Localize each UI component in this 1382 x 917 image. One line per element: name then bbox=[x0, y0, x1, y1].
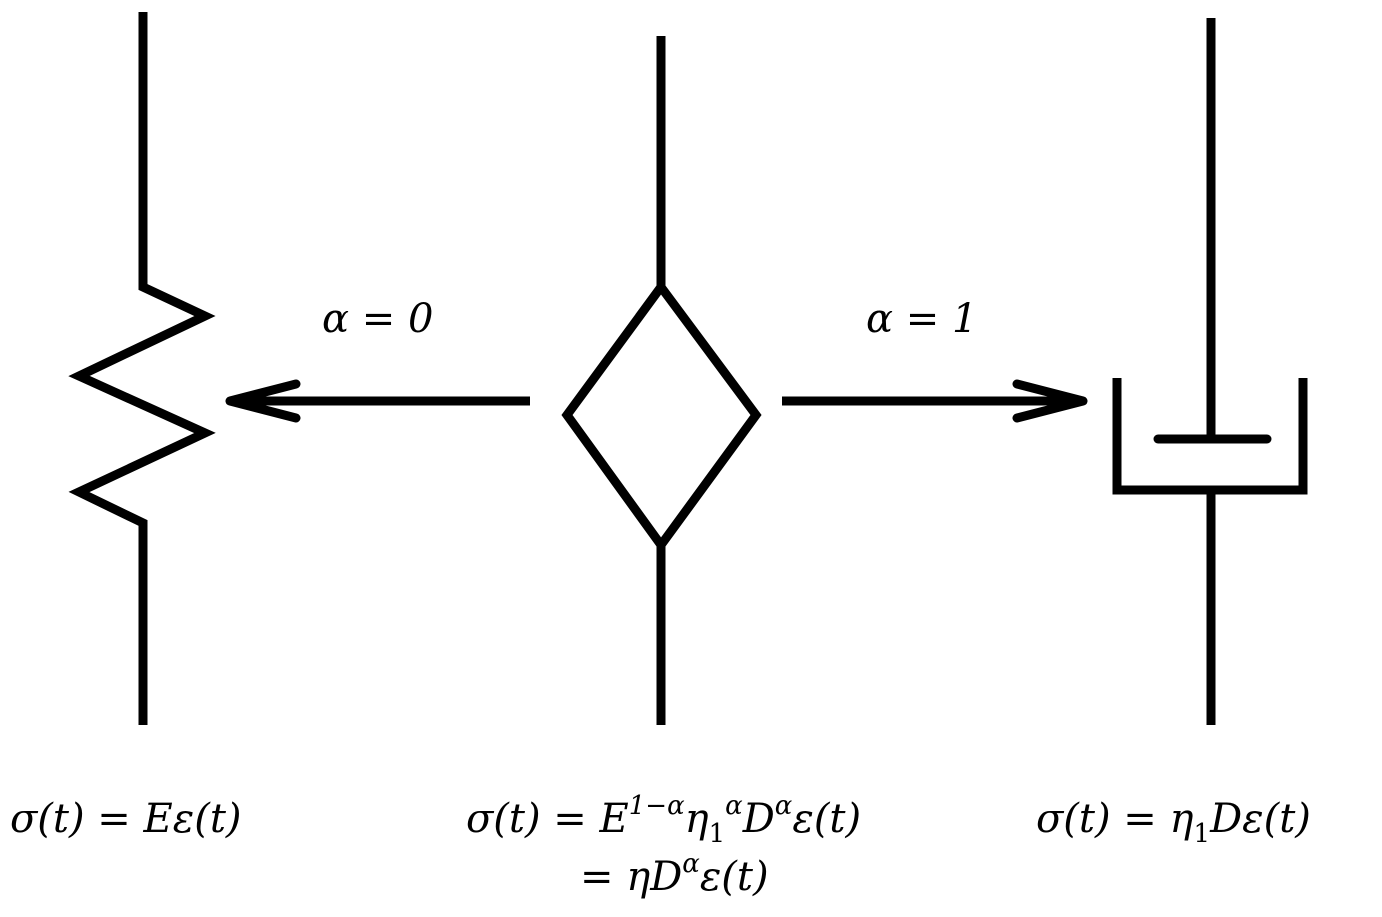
springpot-element bbox=[561, 36, 762, 725]
springpot-diamond bbox=[561, 279, 762, 553]
dashpot-element bbox=[1112, 18, 1308, 725]
spring-equation: σ(t) = Eε(t) bbox=[10, 796, 242, 842]
left-arrow-label: α = 0 bbox=[322, 296, 433, 342]
left-arrow bbox=[225, 379, 530, 423]
spring-element bbox=[68, 12, 216, 725]
springpot-equation-line1: σ(t) = E1−αη1αDαε(t) bbox=[466, 791, 861, 849]
springpot-equation-line2: = ηDαε(t) bbox=[580, 849, 769, 900]
right-arrow-label: α = 1 bbox=[866, 296, 977, 342]
left-arrow-head bbox=[225, 379, 301, 423]
spring-zigzag bbox=[68, 12, 216, 725]
dashpot-equation: σ(t) = η1Dε(t) bbox=[1036, 796, 1311, 849]
right-arrow bbox=[782, 379, 1088, 423]
right-arrow-head bbox=[1012, 379, 1088, 423]
